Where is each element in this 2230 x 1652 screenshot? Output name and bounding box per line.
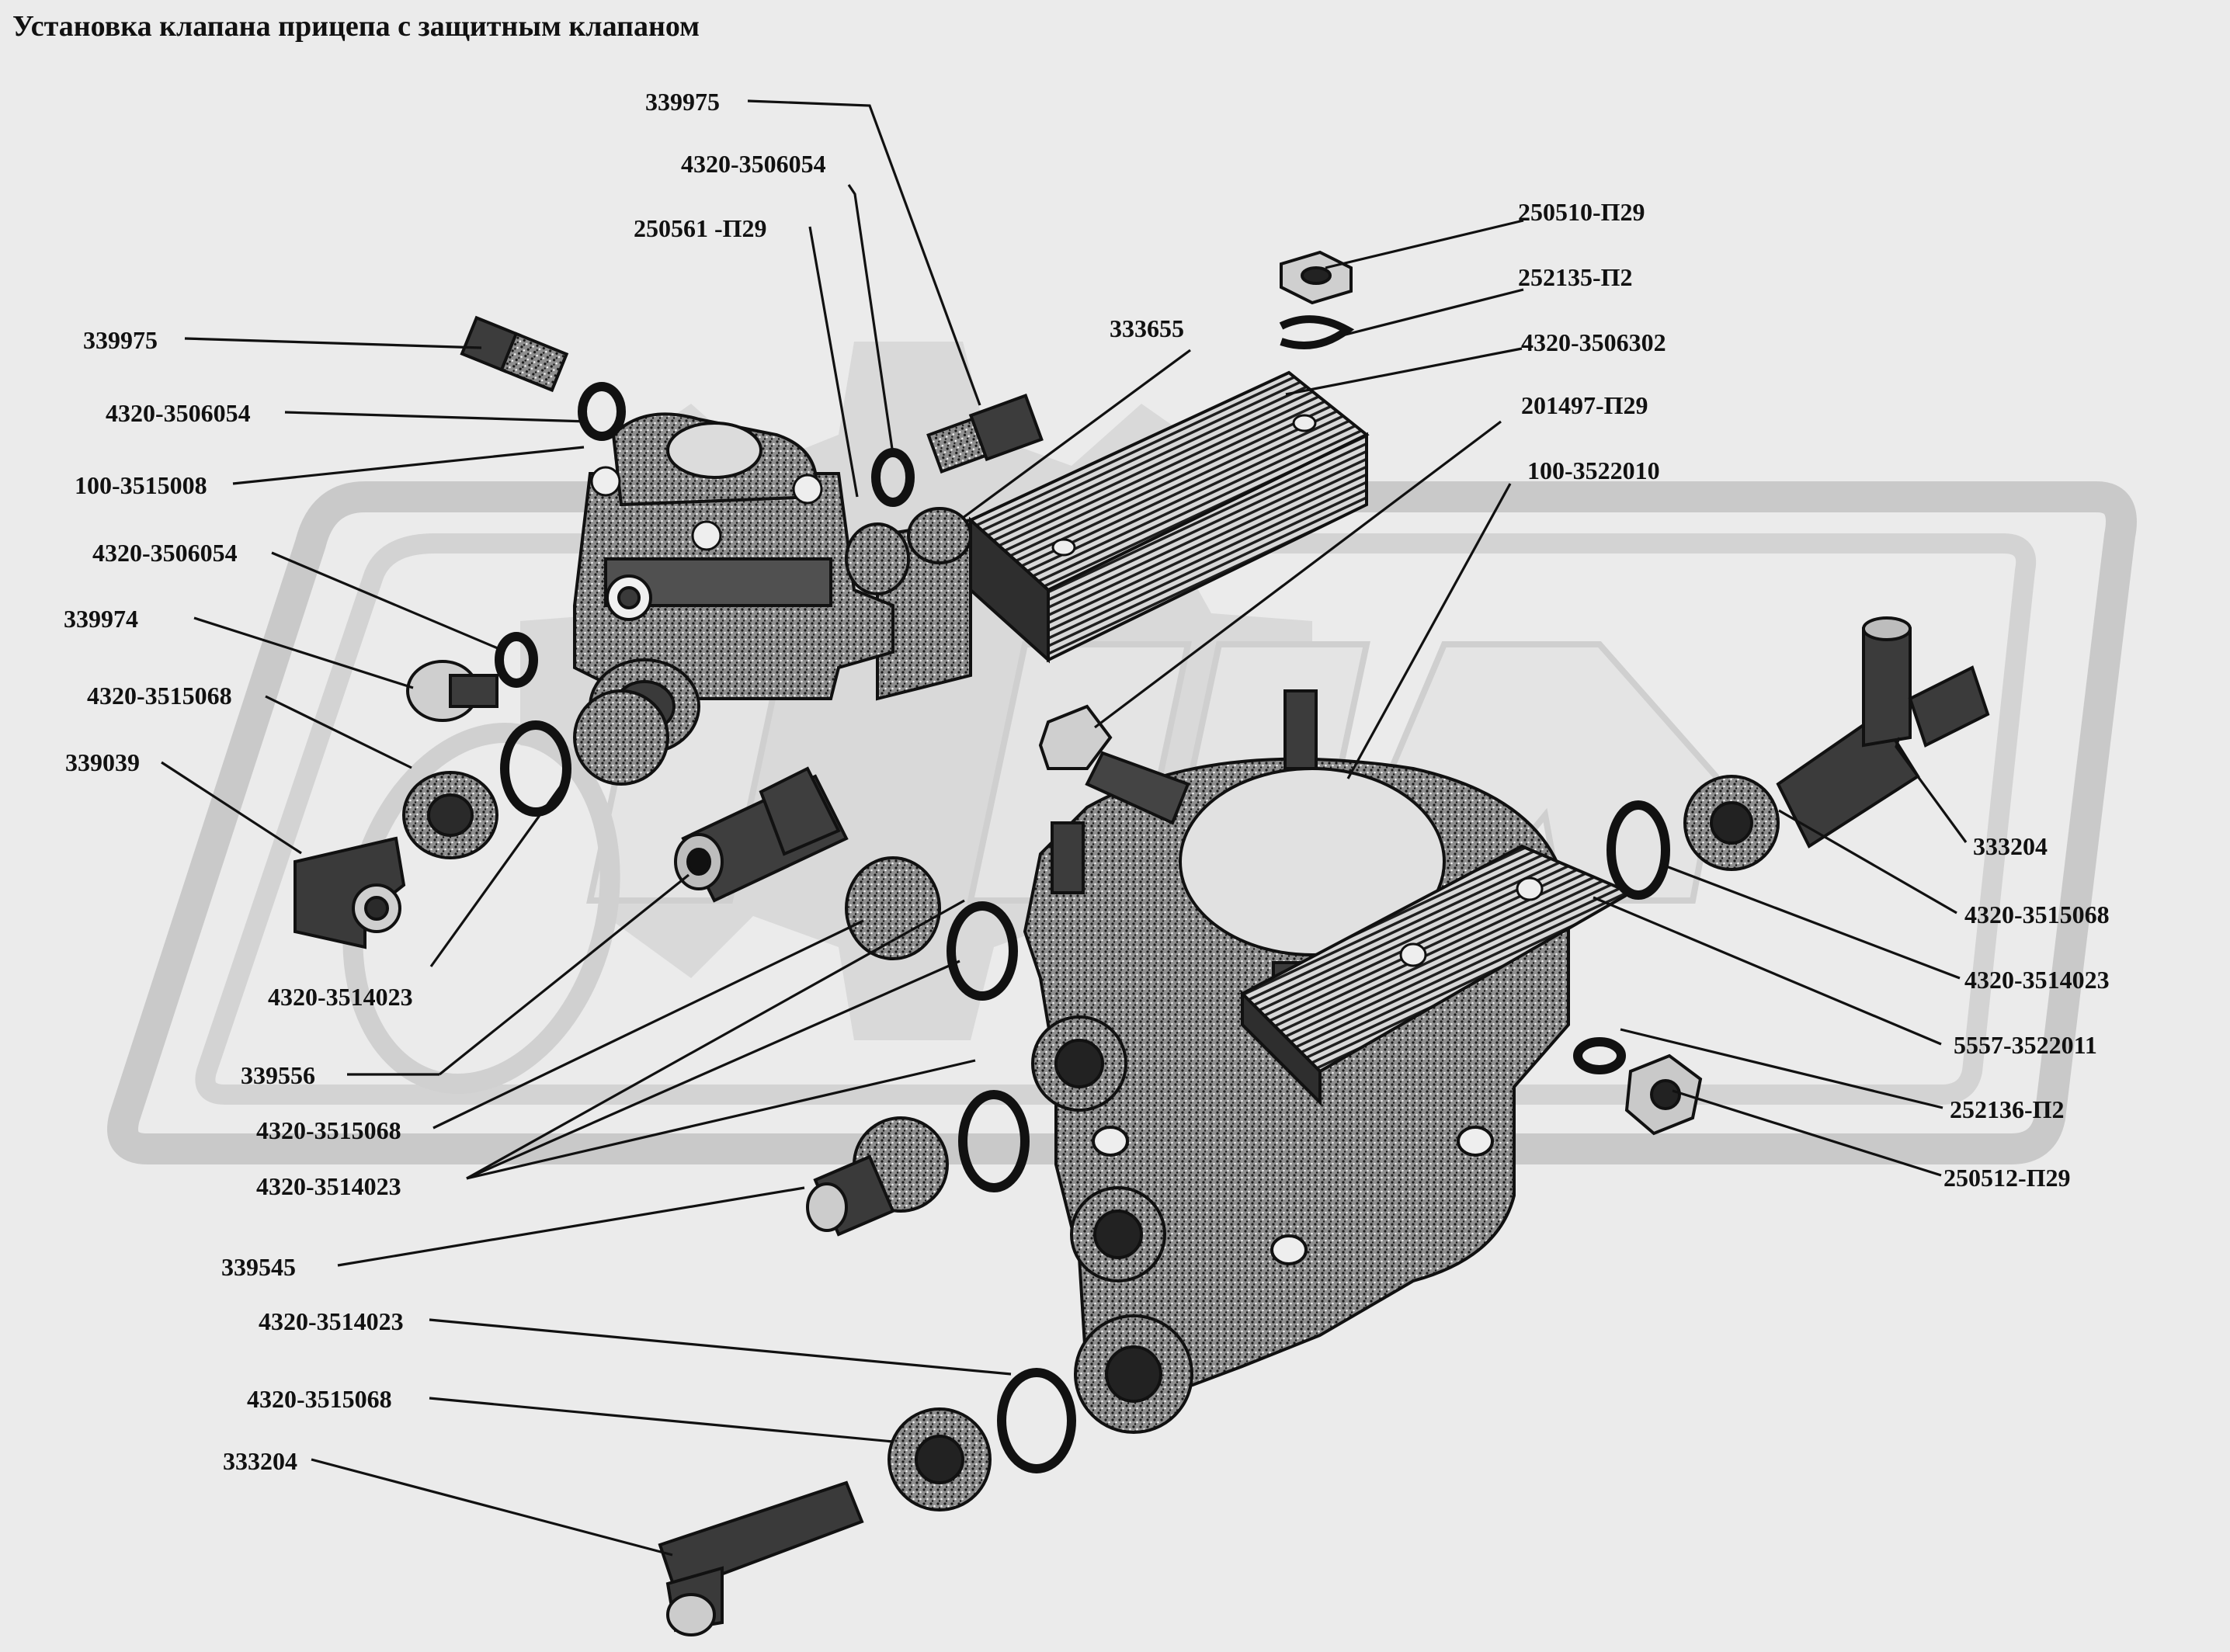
left-fittings-group (294, 315, 1044, 949)
label-4320-3514023-d: 4320-3514023 (1964, 966, 2110, 994)
label-333655: 333655 (1110, 314, 1184, 342)
label-4320-3506054-mid: 4320-3506054 (92, 539, 238, 567)
label-4320-3506054-left: 4320-3506054 (106, 399, 251, 427)
label-333204-right: 333204 (1973, 832, 2048, 860)
label-339975-top: 339975 (645, 88, 720, 116)
label-4320-3515068-d: 4320-3515068 (1964, 901, 2110, 928)
label-4320-3514023-c: 4320-3514023 (259, 1307, 404, 1335)
label-4320-3506054-top: 4320-3506054 (681, 150, 826, 178)
nut-and-washer-part (1279, 250, 1355, 349)
label-339039: 339039 (65, 748, 140, 776)
label-250510-p29: 250510-П29 (1518, 198, 1645, 226)
label-339545: 339545 (221, 1253, 296, 1281)
label-5557-3522011: 5557-3522011 (1954, 1031, 2097, 1059)
label-4320-3515068-b: 4320-3515068 (256, 1116, 401, 1144)
leader-lines (161, 99, 1968, 1557)
label-100-3515008: 100-3515008 (75, 471, 207, 499)
upper-valve-body-part (573, 412, 910, 755)
label-201497-p29: 201497-П29 (1521, 391, 1648, 419)
label-100-3522010: 100-3522010 (1527, 456, 1660, 484)
label-339975-left: 339975 (83, 326, 158, 354)
label-4320-3514023-a: 4320-3514023 (268, 983, 413, 1011)
label-4320-3506302: 4320-3506302 (1521, 328, 1666, 356)
label-339974: 339974 (64, 605, 138, 633)
label-250512-p29: 250512-П29 (1943, 1164, 2071, 1192)
label-252135-p2: 252135-П2 (1518, 263, 1633, 291)
label-4320-3515068-c: 4320-3515068 (247, 1385, 392, 1413)
tee-fitting-part (674, 766, 1018, 1001)
lower-bracket-part (1239, 844, 1634, 1106)
label-339556: 339556 (241, 1061, 315, 1089)
part-number-labels: 339975 4320-3506054 250561 -П29 339975 4… (64, 88, 2110, 1475)
diagram-title: Установка клапана прицепа с защитным кла… (12, 10, 700, 43)
part-drawings (294, 250, 1990, 1636)
label-252136-p2: 252136-П2 (1950, 1095, 2065, 1123)
label-333204-bottom: 333204 (223, 1447, 297, 1475)
lower-left-fittings-group (658, 1090, 1076, 1636)
bolt-part (1038, 704, 1190, 825)
upper-bracket-part (876, 370, 1370, 701)
label-250561-p29: 250561 -П29 (634, 214, 767, 242)
label-4320-3515068-a: 4320-3515068 (87, 682, 232, 710)
label-4320-3514023-b: 4320-3514023 (256, 1172, 401, 1200)
